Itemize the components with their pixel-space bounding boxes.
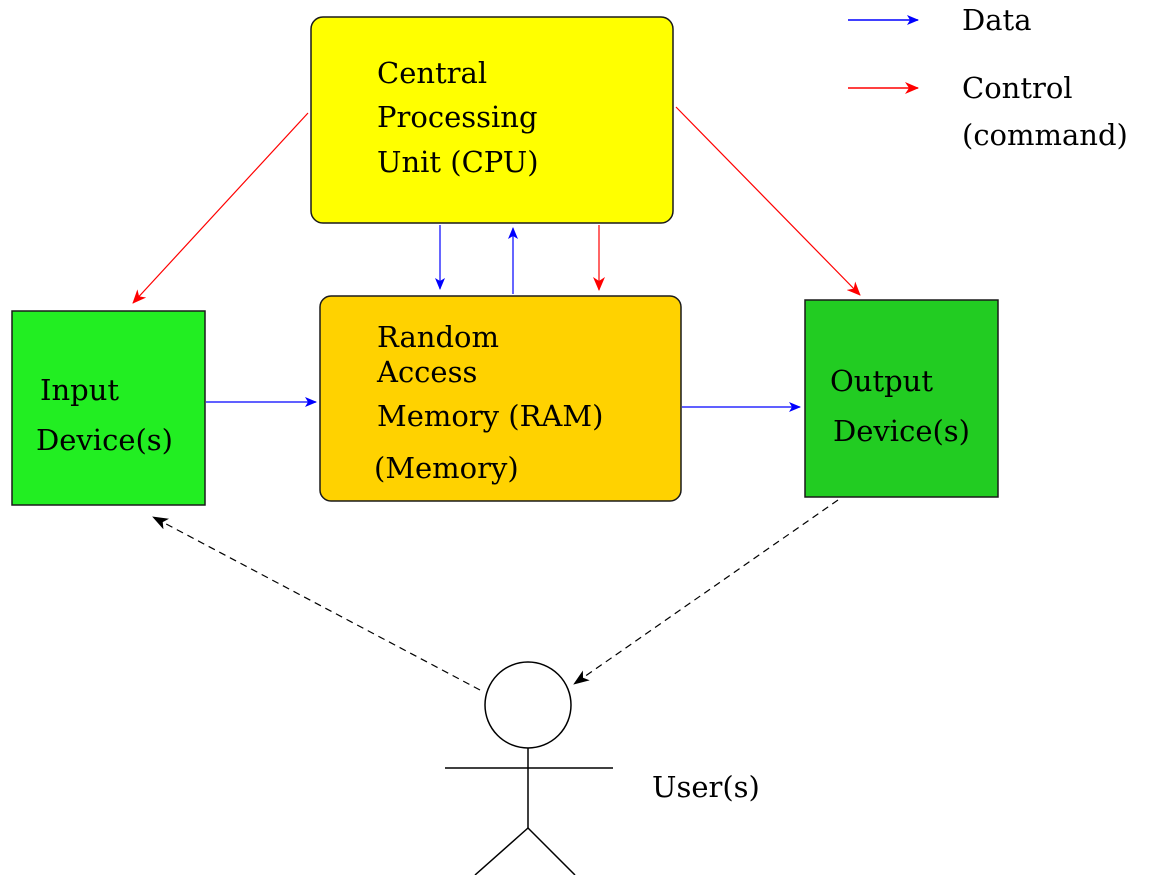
user-right-leg [527,827,576,875]
input-device-label-line2: Device(s) [36,423,173,457]
legend-control-sublabel: (command) [962,118,1128,152]
control-arrows [132,106,861,304]
user-figure [445,661,613,875]
output-device-label-line1: Output [830,364,933,398]
user-arrow-to-input [152,516,481,691]
ram-rect [319,295,682,502]
ram-box: Random Access Memory (RAM) (Memory) [319,295,682,502]
data-arrows [206,225,801,412]
ram-label-line4: (Memory) [374,451,519,485]
user-label: User(s) [652,770,760,804]
legend-data-label: Data [962,3,1031,37]
control-arrow-cpu-to-output [675,106,861,296]
control-arrow-cpu-to-input [132,112,309,304]
legend: Data Control (command) [848,3,1128,152]
user-left-leg [474,827,529,875]
cpu-label-line1: Central [377,56,487,90]
ram-label-line1: Random [377,320,499,354]
cpu-label-line2: Processing [377,100,538,134]
user-arrows [152,499,839,691]
output-device-label-line2: Device(s) [833,414,970,448]
input-device-box: Input Device(s) [11,310,206,506]
user-arrow-from-output [573,499,839,685]
ram-label-line2: Access [376,355,477,389]
output-device-rect [804,299,999,498]
cpu-rect [310,16,674,224]
cpu-box: Central Processing Unit (CPU) [310,16,674,224]
output-device-box: Output Device(s) [804,299,999,498]
legend-control-label: Control [962,71,1073,105]
user-head [484,661,572,749]
cpu-label-line3: Unit (CPU) [377,145,539,179]
input-device-rect [11,310,206,506]
ram-label-line3: Memory (RAM) [377,399,603,433]
input-device-label-line1: Input [40,373,119,407]
